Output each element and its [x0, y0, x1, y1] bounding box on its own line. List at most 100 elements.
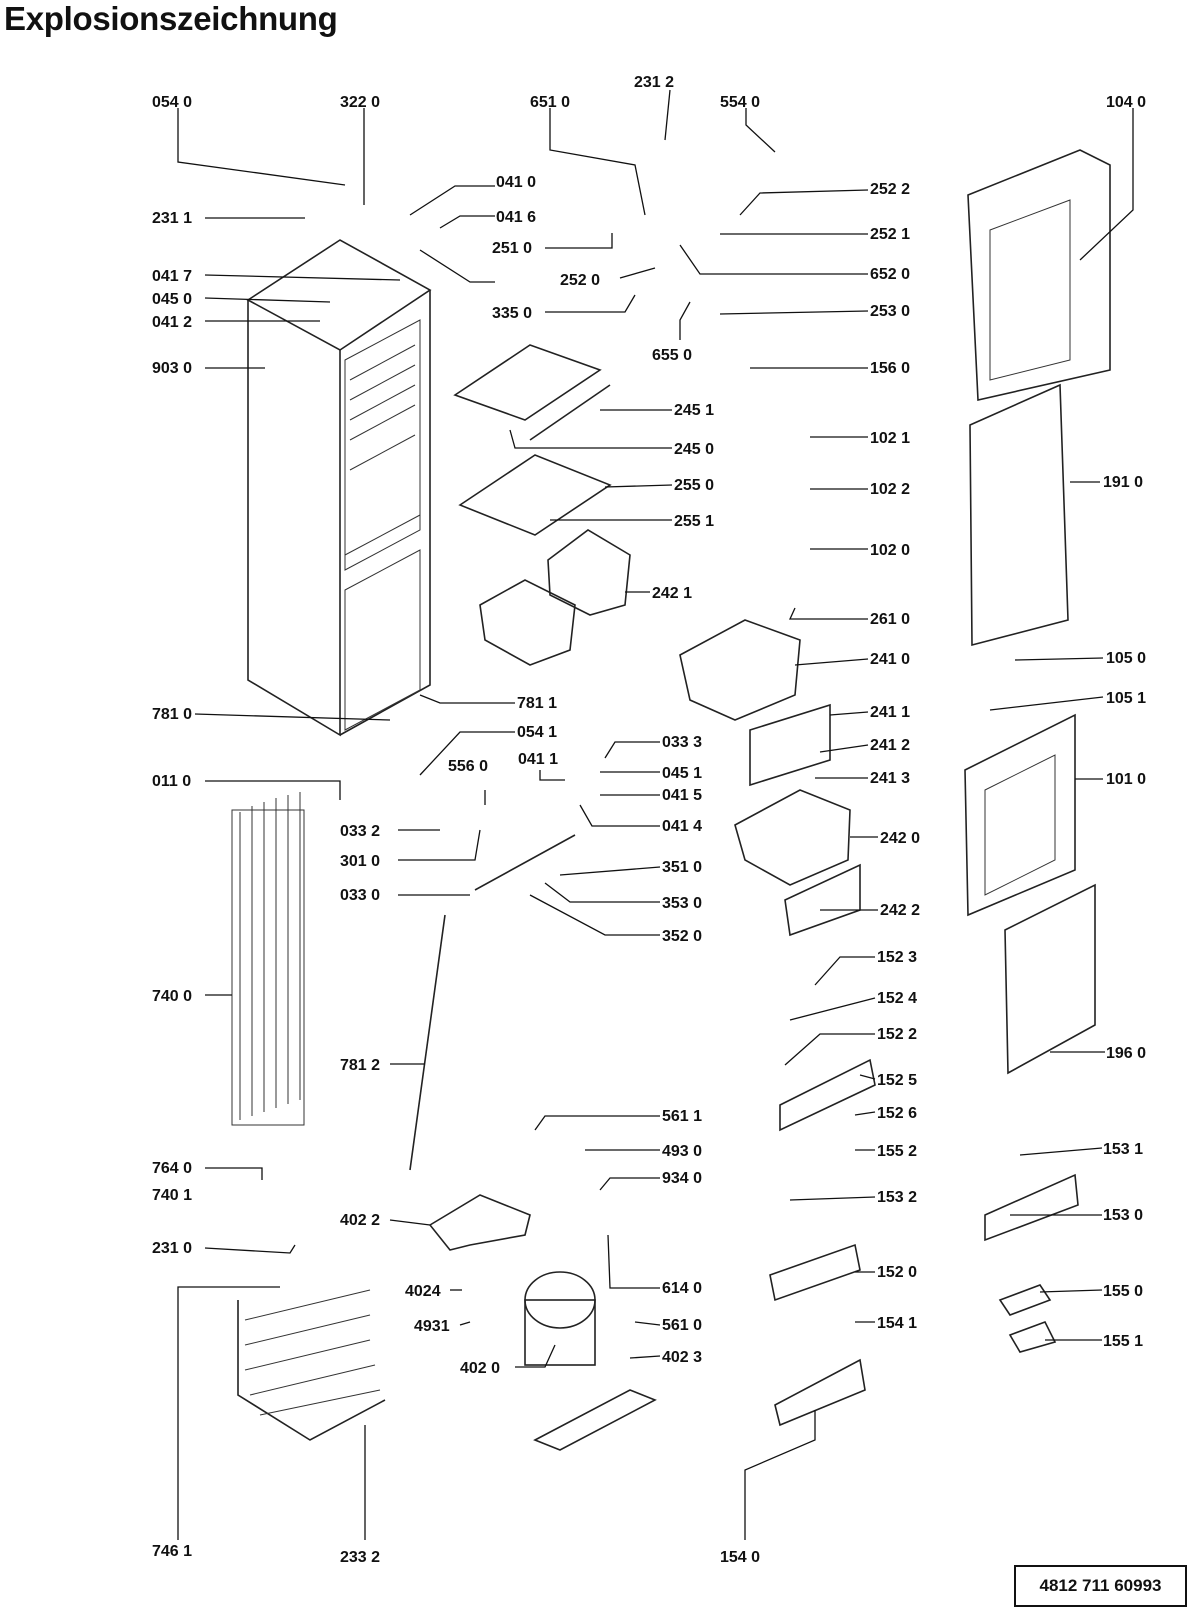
- part-label: 153 1: [1103, 1141, 1143, 1158]
- part-label: 402 0: [460, 1360, 500, 1377]
- part-label: 740 0: [152, 988, 192, 1005]
- part-label: 102 1: [870, 430, 910, 447]
- part-label: 231 0: [152, 1240, 192, 1257]
- compressor-assembly: [428, 1194, 657, 1451]
- part-label: 252 2: [870, 181, 910, 198]
- part-label: 301 0: [340, 853, 380, 870]
- part-label: 242 0: [880, 830, 920, 847]
- part-label: 245 0: [674, 441, 714, 458]
- crisper-drawers: [479, 529, 631, 666]
- part-label: 041 6: [496, 209, 536, 226]
- part-label: 152 3: [877, 949, 917, 966]
- part-label: 105 1: [1106, 690, 1146, 707]
- part-label: 493 0: [662, 1143, 702, 1160]
- cabinet-body: [246, 239, 432, 737]
- part-label: 903 0: [152, 360, 192, 377]
- part-label: 155 1: [1103, 1333, 1143, 1350]
- part-label: 241 0: [870, 651, 910, 668]
- part-label: 242 2: [880, 902, 920, 919]
- part-label: 155 0: [1103, 1283, 1143, 1300]
- part-label: 041 5: [662, 787, 702, 804]
- part-label: 041 4: [662, 818, 702, 835]
- part-label: 4931: [414, 1318, 450, 1335]
- glass-shelves: [453, 344, 612, 536]
- part-label: 155 2: [877, 1143, 917, 1160]
- part-label: 152 4: [877, 990, 917, 1007]
- part-label: 153 0: [1103, 1207, 1143, 1224]
- part-label: 651 0: [530, 94, 570, 111]
- part-label: 652 0: [870, 266, 910, 283]
- part-label: 322 0: [340, 94, 380, 111]
- part-label: 233 2: [340, 1549, 380, 1566]
- part-label: 351 0: [662, 859, 702, 876]
- part-label: 104 0: [1106, 94, 1146, 111]
- part-label: 655 0: [652, 347, 692, 364]
- part-label: 255 0: [674, 477, 714, 494]
- part-label: 561 1: [662, 1108, 702, 1125]
- part-label: 764 0: [152, 1160, 192, 1177]
- part-label: 033 2: [340, 823, 380, 840]
- part-label: 033 3: [662, 734, 702, 751]
- part-label: 231 2: [634, 74, 674, 91]
- page-title: Explosionszeichnung: [4, 0, 338, 37]
- condenser-coil: [231, 792, 305, 1126]
- part-label: 561 0: [662, 1317, 702, 1334]
- part-label: 191 0: [1103, 474, 1143, 491]
- part-label: 402 3: [662, 1349, 702, 1366]
- door-parts: [964, 149, 1111, 1075]
- part-label: 746 1: [152, 1543, 192, 1560]
- part-label: 152 5: [877, 1072, 917, 1089]
- part-label: 352 0: [662, 928, 702, 945]
- part-label: 241 3: [870, 770, 910, 787]
- part-label: 105 0: [1106, 650, 1146, 667]
- part-label: 154 0: [720, 1549, 760, 1566]
- part-labels: 054 0 322 0 651 0 231 2 554 0 104 0 041 …: [152, 74, 1146, 1566]
- part-label: 152 0: [877, 1264, 917, 1281]
- part-label: 402 2: [340, 1212, 380, 1229]
- part-label: 554 0: [720, 94, 760, 111]
- part-label: 054 0: [152, 94, 192, 111]
- part-label: 231 1: [152, 210, 192, 227]
- part-label: 614 0: [662, 1280, 702, 1297]
- part-label: 152 2: [877, 1026, 917, 1043]
- part-label: 041 7: [152, 268, 192, 285]
- part-label: 781 2: [340, 1057, 380, 1074]
- part-label: 740 1: [152, 1187, 192, 1204]
- part-label: 241 1: [870, 704, 910, 721]
- part-label: 255 1: [674, 513, 714, 530]
- leader-lines: [177, 89, 1134, 1540]
- document-number-box: 4812 711 60993: [1014, 1565, 1187, 1607]
- part-label: 045 0: [152, 291, 192, 308]
- part-label: 353 0: [662, 895, 702, 912]
- part-label: 041 2: [152, 314, 192, 331]
- part-label: 041 1: [518, 751, 558, 768]
- part-label: 102 0: [870, 542, 910, 559]
- part-label: 241 2: [870, 737, 910, 754]
- part-label: 041 0: [496, 174, 536, 191]
- part-label: 153 2: [877, 1189, 917, 1206]
- part-label: 252 0: [560, 272, 600, 289]
- part-label: 934 0: [662, 1170, 702, 1187]
- part-label: 781 0: [152, 706, 192, 723]
- part-label: 253 0: [870, 303, 910, 320]
- part-label: 335 0: [492, 305, 532, 322]
- part-label: 152 6: [877, 1105, 917, 1122]
- part-label: 102 2: [870, 481, 910, 498]
- part-label: 261 0: [870, 611, 910, 628]
- part-label: 196 0: [1106, 1045, 1146, 1062]
- part-label: 4024: [405, 1283, 441, 1300]
- part-label: 242 1: [652, 585, 692, 602]
- part-label: 033 0: [340, 887, 380, 904]
- part-label: 556 0: [448, 758, 488, 775]
- part-label: 781 1: [517, 695, 557, 712]
- part-label: 251 0: [492, 240, 532, 257]
- evaporator: [237, 1289, 386, 1441]
- side-strip: [409, 834, 576, 1171]
- door-shelves: [769, 1058, 1079, 1427]
- part-label: 101 0: [1106, 771, 1146, 788]
- part-label: 156 0: [870, 360, 910, 377]
- part-label: 011 0: [152, 773, 191, 790]
- part-label: 045 1: [662, 765, 702, 782]
- part-label: 245 1: [674, 402, 714, 419]
